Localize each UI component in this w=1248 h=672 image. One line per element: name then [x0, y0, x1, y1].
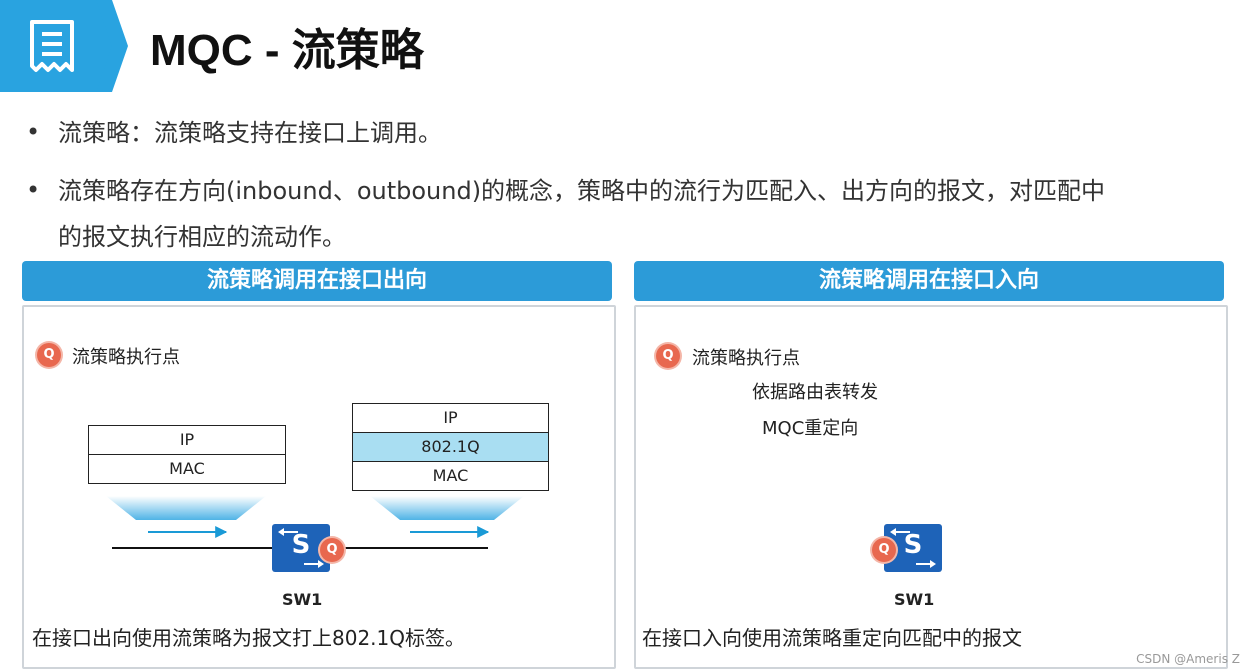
header-chevron: [96, 0, 128, 92]
frame-after-tag: IP 802.1Q MAC: [352, 403, 549, 491]
frame-field-ip: IP: [353, 404, 548, 433]
left-panel-title: 流策略调用在接口出向: [22, 261, 612, 301]
switch-name: SW1: [894, 590, 935, 609]
document-icon: [30, 20, 74, 72]
right-caption: 在接口入向使用流策略重定向匹配中的报文: [642, 626, 1022, 650]
legend-route-forward: 依据路由表转发: [752, 382, 878, 403]
frame-field-ip: IP: [89, 426, 285, 455]
bullet-text-1: 流策略：流策略支持在接口上调用。: [58, 119, 442, 147]
legend-mqc-redirect: MQC重定向: [762, 418, 859, 439]
policy-point-icon: Q: [320, 538, 344, 562]
left-caption: 在接口出向使用流策略为报文打上802.1Q标签。: [32, 626, 465, 650]
policy-point-icon: Q: [656, 344, 680, 368]
policy-point-icon: Q: [37, 343, 61, 367]
legend-policy-point: 流策略执行点: [692, 348, 800, 369]
watermark: CSDN @Ameris Z: [1136, 652, 1240, 666]
policy-point-icon: Q: [872, 538, 896, 562]
switch-name: SW1: [282, 590, 323, 609]
frame-field-mac: MAC: [432, 466, 469, 485]
switch-arrows-icon: [890, 528, 936, 568]
switch-letter: S: [903, 530, 923, 560]
switch-arrows-icon: [278, 528, 324, 568]
frame-field-8021q: 802.1Q: [353, 433, 548, 462]
legend-policy-point: 流策略执行点: [72, 347, 180, 368]
right-panel: [634, 305, 1228, 669]
bullet-text-2-cont: 的报文执行相应的流动作。: [58, 223, 346, 251]
page-title: MQC - 流策略: [150, 26, 424, 75]
bullet-dot: •: [26, 118, 41, 146]
bullet-dot: •: [26, 176, 41, 204]
frame-field-mac: MAC: [169, 459, 205, 478]
bullet-text-2: 流策略存在方向(inbound、outbound)的概念，策略中的流行为匹配入、…: [58, 177, 1106, 205]
right-panel-title: 流策略调用在接口入向: [634, 261, 1224, 301]
switch-letter: S: [291, 530, 311, 560]
frame-before-tag: IP MAC: [88, 425, 286, 484]
